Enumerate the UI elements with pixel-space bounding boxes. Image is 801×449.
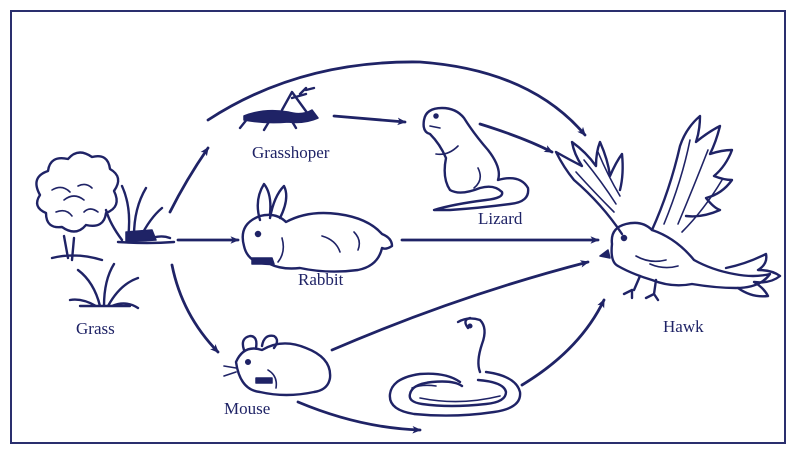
grass-illustration (36, 152, 174, 308)
arrow-grasshopper-to-hawk (208, 62, 585, 135)
arrow-snake-to-hawk (522, 300, 604, 385)
mouse-label: Mouse (224, 399, 270, 418)
snake-illustration (390, 318, 520, 416)
grass-label: Grass (76, 319, 115, 338)
rabbit-illustration (243, 184, 392, 272)
arrow-mouse-to-hawk (332, 262, 588, 350)
food-web-arrows (170, 62, 604, 430)
arrow-grass-to-grasshopper (170, 148, 208, 212)
hawk-label: Hawk (663, 317, 704, 336)
arrow-mouse-to-snake (298, 402, 420, 430)
mouse-illustration (224, 336, 330, 395)
lizard-illustration (424, 108, 529, 210)
arrow-lizard-to-hawk (480, 124, 552, 152)
arrow-grass-to-mouse (172, 265, 218, 352)
grasshopper-label: Grasshoper (252, 143, 330, 162)
lizard-label: Lizard (478, 209, 523, 228)
rabbit-label: Rabbit (298, 270, 344, 289)
hawk-illustration (556, 116, 780, 300)
arrow-grasshopper-to-lizard (334, 116, 405, 122)
